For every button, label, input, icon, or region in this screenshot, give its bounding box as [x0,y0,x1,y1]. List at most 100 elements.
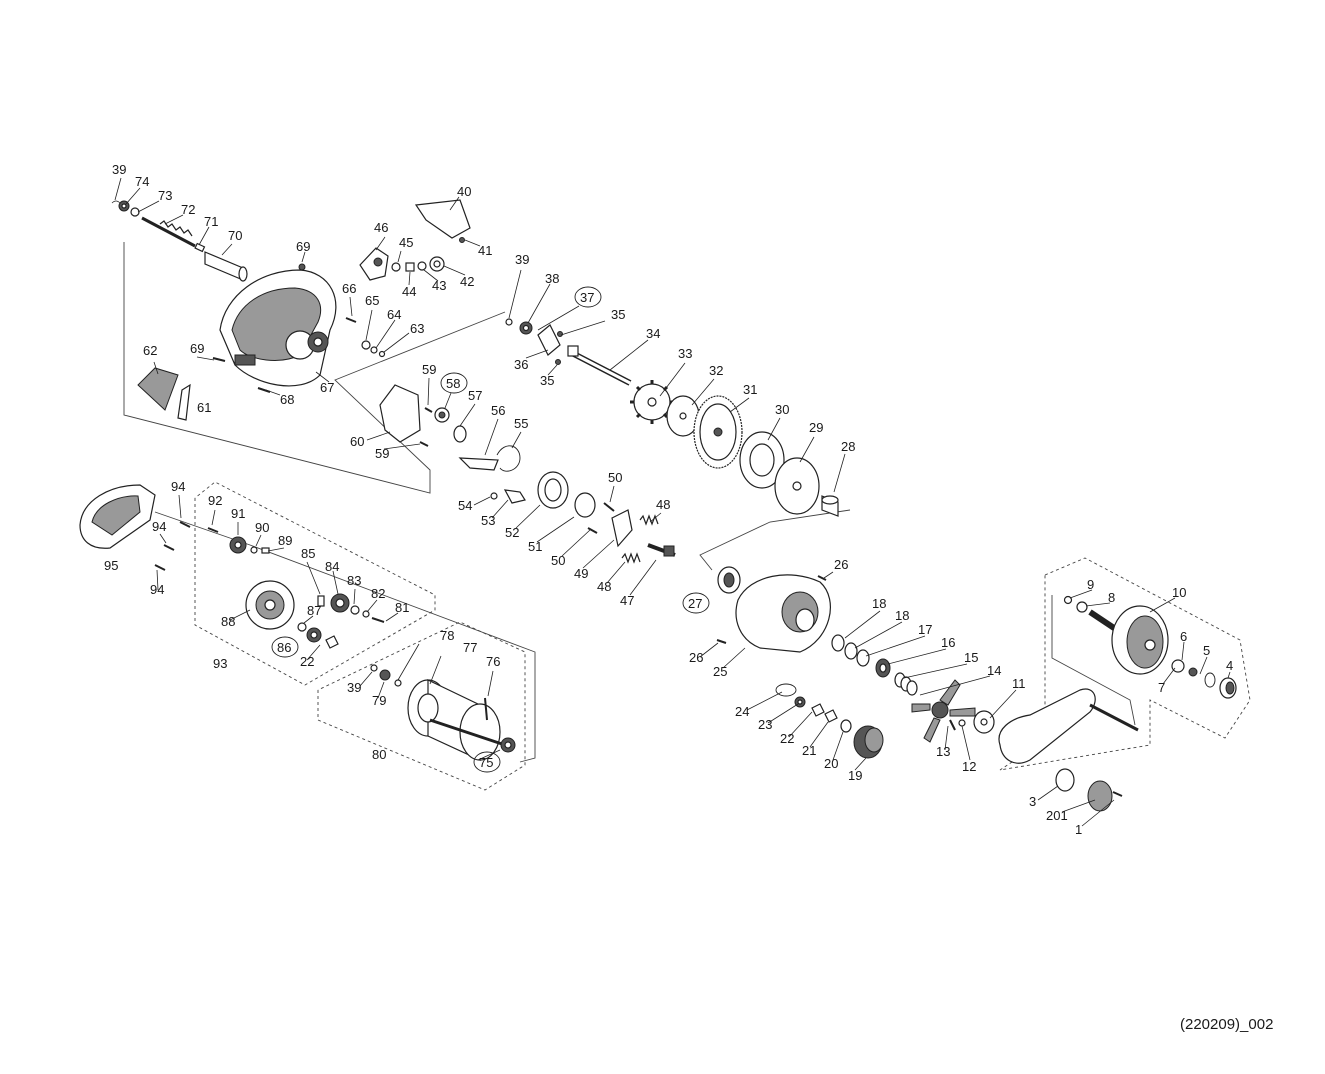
label-78: 78 [440,628,454,643]
part-69a-screw-icon [298,263,306,271]
label-31: 31 [743,382,757,397]
part-69b-screw-icon [212,357,226,362]
part-91-gear-icon [229,536,247,554]
label-88: 88 [221,614,235,629]
part-50b-screw-icon [587,527,598,534]
label-47: 47 [620,593,634,608]
label-80: 80 [372,747,386,762]
part-13-screw-icon [949,719,956,731]
label-70: 70 [228,228,242,243]
label-59a: 59 [422,362,436,377]
label-26a: 26 [834,557,848,572]
part-39-clip-icon [111,200,121,204]
part-18a-washer-icon [831,634,845,652]
label-48a: 48 [656,497,670,512]
part-35b-screw-icon [555,359,561,365]
part-85-pin-icon [317,595,325,607]
part-79-gear-icon [379,669,391,681]
label-62: 62 [143,343,157,358]
part-41-screw-icon [459,237,465,243]
part-44-pin-icon [405,262,415,272]
part-64-washer-icon [370,346,378,354]
label-57: 57 [468,388,482,403]
part-16-nut-icon [875,658,891,678]
label-14: 14 [987,663,1001,678]
label-8: 8 [1108,590,1115,605]
part-94c-screw-icon [154,564,166,571]
part-8-washer-icon [1076,601,1088,613]
label-15: 15 [964,650,978,665]
part-81-screw-icon [371,617,385,623]
part-53-pawl-icon [503,489,526,504]
part-9-clip-icon [1063,595,1073,605]
part-43-spring-icon [417,261,427,271]
label-52: 52 [505,525,519,540]
part-29-drag-washer-icon [774,457,820,515]
part-5-oring-icon [1204,672,1216,688]
part-36-plate-icon [537,324,561,356]
label-49: 49 [574,566,588,581]
part-87-washer-icon [297,622,307,632]
label-63: 63 [410,321,424,336]
part-26b-screw-icon [716,639,727,644]
label-50a: 50 [608,470,622,485]
part-67-main-frame-icon [219,269,337,387]
part-6-nut-icon [1188,667,1198,677]
label-12: 12 [962,759,976,774]
label-58: 58 [446,376,460,391]
label-25: 25 [713,664,727,679]
label-64: 64 [387,307,401,322]
part-handle-arm-icon [998,688,1139,764]
part-77-spool-icon [407,679,506,761]
part-68-screw-icon [257,387,271,393]
spool-group-outline [154,511,536,763]
part-46-clicker-icon [359,247,389,281]
label-54: 54 [458,498,472,513]
label-73: 73 [158,188,172,203]
part-65-washer-icon [361,340,371,350]
label-16: 16 [941,635,955,650]
label-30: 30 [775,402,789,417]
label-39a: 39 [112,162,126,177]
label-28: 28 [841,439,855,454]
label-18a: 18 [872,596,886,611]
part-7-washer-icon [1171,659,1185,673]
label-59b: 59 [375,446,389,461]
label-35b: 35 [540,373,554,388]
main-gear-outline [699,509,851,571]
part-59a-screw-icon [424,407,433,413]
part-18b-washer-icon [844,642,858,660]
label-86: 86 [277,640,291,655]
label-1: 1 [1075,822,1082,837]
label-71: 71 [204,214,218,229]
label-82: 82 [371,586,385,601]
label-87: 87 [307,603,321,618]
label-44: 44 [402,284,416,299]
label-38: 38 [545,271,559,286]
part-22-clip-icon [811,703,825,717]
label-9: 9 [1087,577,1094,592]
part-27-bearing-icon [717,566,741,594]
part-201-plate-icon [1087,780,1113,812]
label-67: 67 [320,380,334,395]
part-26a-screw-icon [817,575,827,581]
label-35a: 35 [611,307,625,322]
part-40-plate-icon [414,199,471,239]
label-94a: 94 [171,479,185,494]
part-49-yoke-icon [611,509,633,548]
part-21-clip-icon [824,709,838,723]
label-26b: 26 [689,650,703,665]
part-86-bearing-icon [306,627,322,643]
label-84: 84 [325,559,339,574]
part-88-brake-plate-icon [245,580,295,630]
label-60: 60 [350,434,364,449]
part-90-washer-icon [250,546,258,554]
label-76: 76 [486,654,500,669]
part-3-collar-icon [1055,768,1075,792]
part-63-clip-icon [378,350,386,358]
label-56: 56 [491,403,505,418]
part-39b-clip-icon [370,664,378,672]
part-50a-screw-icon [603,502,615,512]
label-91: 91 [231,506,245,521]
